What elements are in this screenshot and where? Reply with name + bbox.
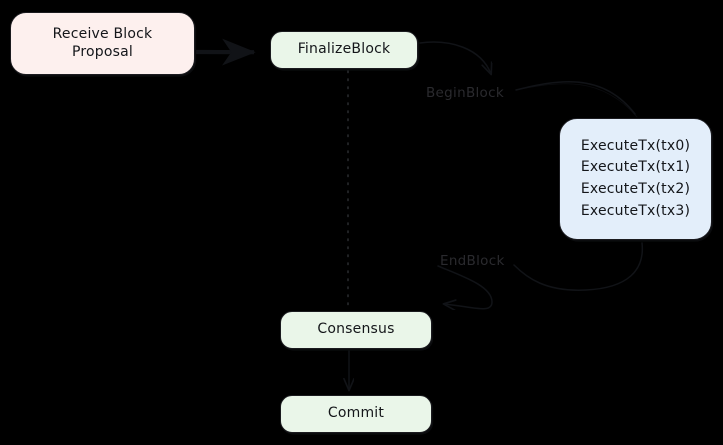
edge-beginblock-to-executetx xyxy=(515,80,638,118)
node-label-line: ExecuteTx(tx1) xyxy=(580,159,691,176)
node-commit[interactable]: Commit xyxy=(280,395,432,433)
edge-label-begin-block: BeginBlock xyxy=(426,85,504,101)
node-label-line: Proposal xyxy=(71,43,134,60)
node-execute-tx[interactable]: ExecuteTx(tx0) ExecuteTx(tx1) ExecuteTx(… xyxy=(559,118,712,240)
node-finalize-block[interactable]: FinalizeBlock xyxy=(270,31,418,69)
edge-executetx-to-endblock xyxy=(513,242,644,291)
node-label-line: ExecuteTx(tx3) xyxy=(580,202,691,219)
edge-finalize-to-beginblock xyxy=(419,41,491,74)
node-receive-block-proposal[interactable]: Receive Block Proposal xyxy=(10,12,195,75)
edge-label-end-block: EndBlock xyxy=(440,253,505,269)
node-label-line: Receive Block xyxy=(52,25,153,42)
node-label-line: Consensus xyxy=(317,321,395,338)
node-label-line: ExecuteTx(tx2) xyxy=(580,181,691,197)
node-label-line: FinalizeBlock xyxy=(297,41,391,58)
node-consensus[interactable]: Consensus xyxy=(280,311,432,349)
edge-endblock-to-consensus xyxy=(437,265,493,309)
node-label-line: Commit xyxy=(327,405,385,422)
node-label-line: ExecuteTx(tx0) xyxy=(580,137,691,154)
